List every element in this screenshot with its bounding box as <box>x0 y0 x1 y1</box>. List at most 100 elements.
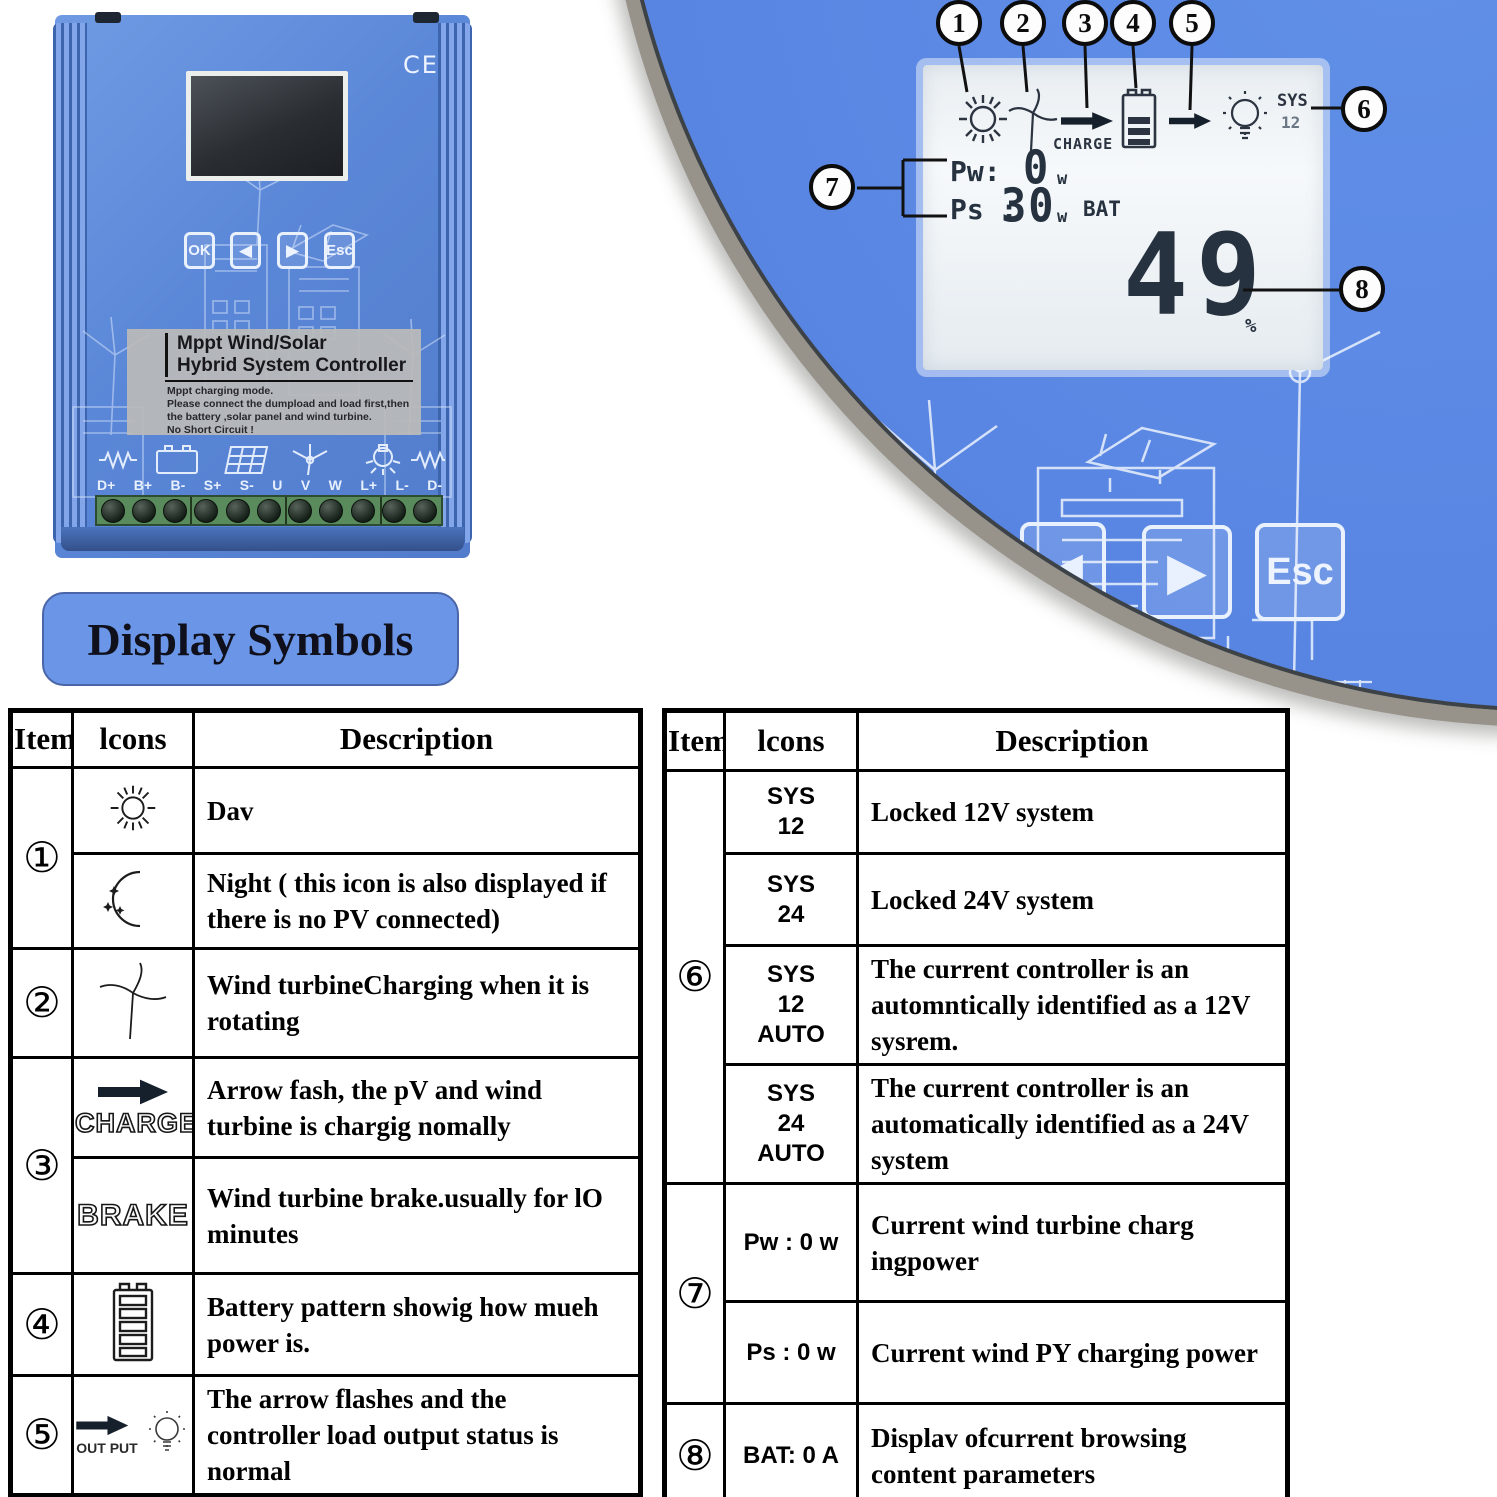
lcd-display: CHARGE SYS 12 Pw: 0 w Ps : 30 w <box>923 65 1323 370</box>
output-arrow-icon <box>76 1415 129 1436</box>
brake-outline-text: BRAKE <box>76 1198 189 1233</box>
left-arrow-button-art: ◀ <box>1020 522 1106 620</box>
table-row: ⑤ OUT PUT The arrow flashes and the cont… <box>9 1374 642 1497</box>
description-brake: Wind turbine brake.usually for lO minute… <box>192 1156 642 1275</box>
description-sys24auto: The current controller is an automatical… <box>856 1063 1289 1185</box>
label-instruction-3: the battery ,solar panel and wind turbin… <box>167 411 372 423</box>
description-sys12: Locked 12V system <box>856 769 1289 855</box>
charge-label: CHARGE <box>1053 135 1114 153</box>
item-number-7: ⑦ <box>663 1182 726 1405</box>
terminal-label: S- <box>239 477 254 493</box>
terminal-block <box>95 495 443 526</box>
right-arrow-button: ▶ <box>277 232 308 269</box>
right-triangle-icon: ▶ <box>285 240 300 261</box>
callout-1: 1 <box>936 0 982 46</box>
col-header-item: Item <box>9 709 74 769</box>
heatsink-fins-left <box>53 23 87 543</box>
pw-unit: w <box>1057 169 1068 189</box>
description-sys24: Locked 24V system <box>856 852 1289 947</box>
main-value: 49 <box>1123 209 1270 342</box>
item-number-4: ④ <box>9 1272 74 1377</box>
sys-24-icon: SYS 24 <box>723 852 859 947</box>
device-base <box>61 527 464 551</box>
description-sys12auto: The current controller is an automntical… <box>856 944 1289 1066</box>
terminal-label: U <box>272 477 283 493</box>
callout-7: 7 <box>809 164 855 210</box>
ps-label: Ps : <box>950 193 1018 226</box>
terminal-label: L- <box>395 477 409 493</box>
label-instruction-1: Mppt charging mode. <box>167 385 274 397</box>
pw-value-icon: Pw : 0 w <box>723 1182 859 1303</box>
callout-8: 8 <box>1339 266 1385 312</box>
label-divider <box>165 380 413 382</box>
label-instruction-2: Please connect the dumpload and load fir… <box>167 398 410 410</box>
table-row: ② Wind turbineCharging when it is rotati… <box>9 947 642 1059</box>
bulb-icon <box>365 444 401 475</box>
top-screw-right <box>413 12 439 23</box>
terminal-label: V <box>300 477 311 493</box>
terminal-label: S+ <box>203 477 222 493</box>
terminal-label: L+ <box>360 477 378 493</box>
description-bat: Displav ofcurrent browsing content param… <box>856 1402 1289 1497</box>
terminal-screw <box>288 498 313 523</box>
charge-outline-text: CHARGE <box>75 1107 194 1139</box>
terminal-icons-row <box>99 444 445 476</box>
terminal-label: D- <box>427 477 442 493</box>
esc-button-art: Esc <box>1255 523 1345 621</box>
terminal-screw <box>413 498 438 523</box>
left-triangle-icon: ◀ <box>1043 541 1083 601</box>
ce-mark: CE <box>403 51 439 79</box>
sys-label: SYS <box>1277 91 1308 111</box>
ps-unit: w <box>1057 207 1068 227</box>
pw-label: Pw: <box>950 155 1001 188</box>
terminal-screw <box>225 498 250 523</box>
left-triangle-icon: ◀ <box>238 240 253 261</box>
terminal-labels: D+ B+ B- S+ S- U V W L+ L- D- <box>97 477 442 493</box>
table-row: ⑥ SYS 12 Locked 12V system <box>663 769 1289 1185</box>
callout-4: 4 <box>1110 0 1156 46</box>
sys-value: 12 <box>1281 113 1301 132</box>
terminal-label: D+ <box>97 477 116 493</box>
battery-icon <box>112 1282 154 1362</box>
esc-button: Esc <box>324 232 355 269</box>
terminal-screw <box>194 498 219 523</box>
callout-6: 6 <box>1341 86 1387 132</box>
table-row: SYS 12 AUTO The current controller is an… <box>665 944 1289 1066</box>
item-number-1: ① <box>9 766 74 950</box>
device-lcd-screen <box>186 71 348 181</box>
label-instruction-4: No Short Circuit ! <box>167 424 254 436</box>
callout-3: 3 <box>1062 0 1108 46</box>
description-battery: Battery pattern showig how mueh power is… <box>192 1272 642 1377</box>
charge-arrow-icon <box>98 1079 168 1105</box>
col-header-description: Description <box>192 709 642 769</box>
terminal-label: B+ <box>133 477 153 493</box>
table-row: ⑦ Pw : 0 w Current wind turbine charg in… <box>663 1182 1289 1405</box>
item-number-2: ② <box>9 947 74 1059</box>
moon-stars-icon <box>103 870 141 927</box>
symbols-table-right: Item lcons Description ⑥ SYS 12 Locked 1… <box>662 708 1290 1497</box>
table-row: SYS 24 Locked 24V system <box>665 852 1289 947</box>
ok-button: OK <box>184 232 215 269</box>
terminal-label: B- <box>170 477 186 493</box>
col-header-icons: lcons <box>723 709 859 772</box>
table-row: ③ CHARGE Arrow fash, the pV and wind tur… <box>9 1056 642 1275</box>
table-row: BRAKE Wind turbine brake.usually for lO … <box>11 1156 642 1275</box>
solar-panel-icon <box>224 446 269 474</box>
circle-line-art <box>874 285 1381 708</box>
wind-turbine-icon <box>1008 88 1058 152</box>
resistor-icon <box>99 450 137 470</box>
ps-value: 30 <box>1001 178 1056 233</box>
description-ps: Current wind PY charging power <box>856 1300 1289 1405</box>
symbols-table-left: Item lcons Description ① Dav <box>8 708 643 1497</box>
col-header-item: Item <box>663 709 726 772</box>
terminal-screw <box>382 498 407 523</box>
output-label: OUT PUT <box>76 1439 138 1456</box>
terminal-screw <box>100 498 125 523</box>
label-title-line2: Hybrid System Controller <box>177 355 407 376</box>
bat-indicator: BAT <box>1083 197 1121 221</box>
description-night: Night ( this icon is also displayed if t… <box>192 852 642 950</box>
main-unit: % <box>1245 315 1257 337</box>
item-number-5: ⑤ <box>9 1374 74 1497</box>
terminal-screw <box>350 498 375 523</box>
